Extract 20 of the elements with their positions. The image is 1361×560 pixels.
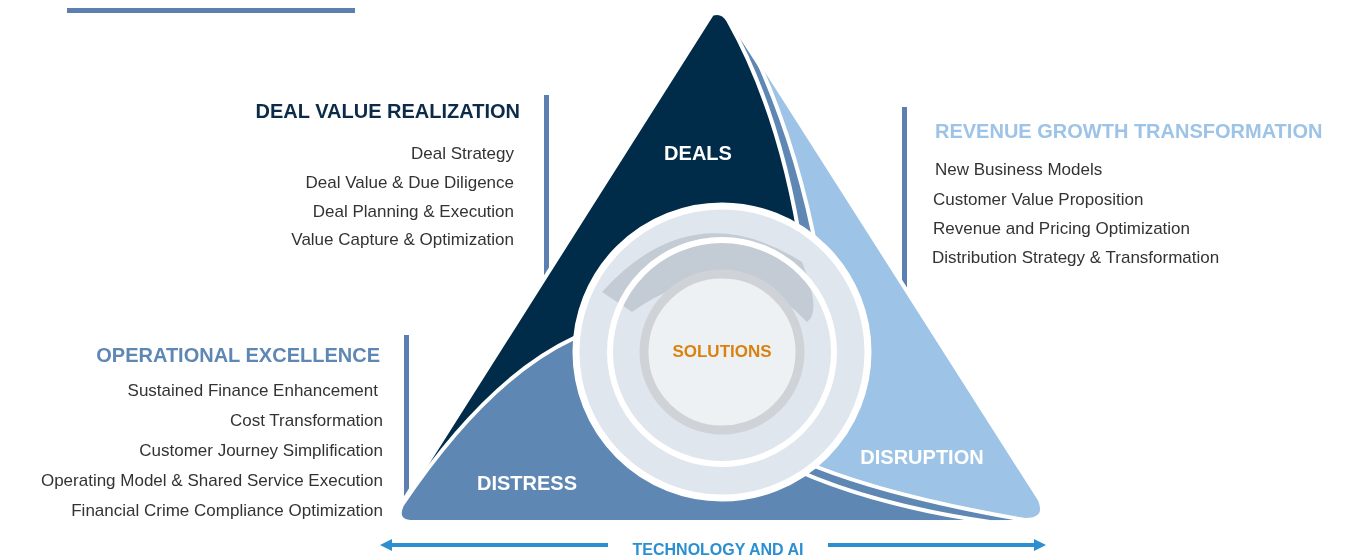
list-item: Revenue and Pricing Optimization xyxy=(933,219,1191,239)
list-item: Cost Transformation xyxy=(229,411,383,431)
section-heading: OPERATIONAL EXCELLENCE xyxy=(96,343,380,367)
list-item: Operating Model & Shared Service Execution xyxy=(40,471,383,491)
list-item: Value Capture & Optimization xyxy=(291,230,514,250)
list-item: Customer Value Proposition xyxy=(933,190,1144,210)
list-item: Deal Planning & Execution xyxy=(312,202,514,222)
list-item: Customer Journey Simplification xyxy=(139,441,383,461)
list-item: Distribution Strategy & Transformation xyxy=(932,248,1220,268)
segment-label: DISRUPTION xyxy=(860,445,984,469)
list-item: Financial Crime Compliance Optimization xyxy=(71,501,383,521)
section-heading: DEAL VALUE REALIZATION xyxy=(255,99,520,123)
segment-label: DISTRESS xyxy=(477,471,577,495)
list-item: New Business Models xyxy=(935,160,1103,180)
center-label: SOLUTIONS xyxy=(672,342,772,362)
list-item: Sustained Finance Enhancement xyxy=(127,381,378,401)
segment-label: DEALS xyxy=(664,141,732,165)
list-item: Deal Strategy xyxy=(411,144,514,164)
list-item: Deal Value & Due Diligence xyxy=(305,173,514,193)
section-heading: REVENUE GROWTH TRANSFORMATION xyxy=(935,119,1323,143)
